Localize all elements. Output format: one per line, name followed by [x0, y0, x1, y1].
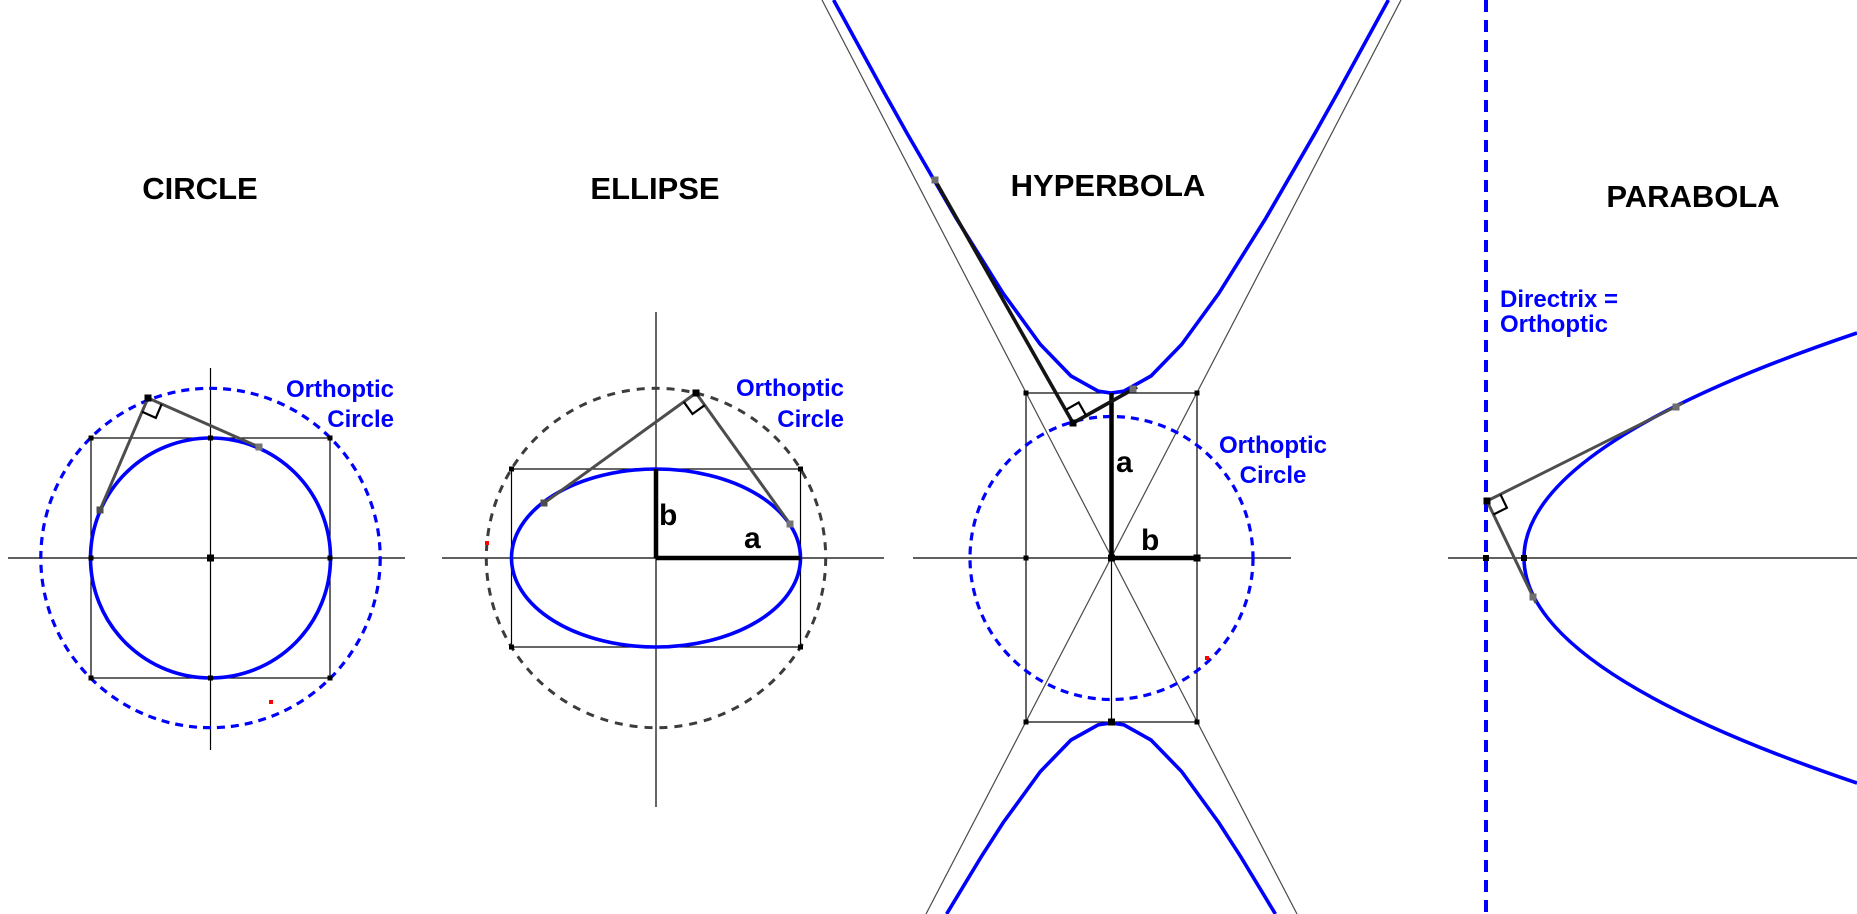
tangent-line: [1072, 385, 1138, 425]
tangent-line: [543, 391, 697, 505]
b-label: b: [659, 499, 677, 532]
tangent-line: [147, 396, 260, 449]
point-marker: [327, 675, 333, 681]
a-label: a: [744, 522, 761, 555]
point-marker: [1069, 419, 1077, 427]
ellipse-diagram: ELLIPSE b a Orthoptic Circle: [442, 171, 884, 807]
point-marker: [208, 675, 213, 681]
hyperbola-diagram: HYPERBOLA a b Orthoptic Circle: [821, 0, 1402, 914]
tangent-line: [694, 392, 792, 525]
point-marker: [88, 675, 94, 681]
right-angle-mark: [682, 401, 706, 416]
point-marker: [1023, 719, 1029, 725]
orthoptic-circle-dashed: [968, 414, 1255, 702]
point-marker: [798, 644, 803, 650]
directrix-label: Directrix =: [1500, 286, 1618, 313]
orthoptic-circle-label: Orthoptic: [1219, 432, 1327, 459]
point-marker: [88, 555, 94, 561]
orthoptic-circle-label: Circle: [777, 406, 844, 433]
hyperbola-title: HYPERBOLA: [1011, 168, 1206, 203]
point-marker: [509, 644, 514, 650]
circle-title: CIRCLE: [142, 171, 257, 206]
hyperbola-lower-branch: [945, 721, 1277, 914]
point-marker: [509, 466, 514, 472]
point-marker: [1023, 555, 1029, 561]
point-marker: [798, 466, 803, 472]
right-angle-mark: [1065, 401, 1088, 417]
point-marker: [327, 435, 333, 441]
point-marker: [144, 394, 152, 402]
point-marker: [327, 555, 333, 561]
point-marker: [1483, 497, 1491, 505]
point-marker: [692, 389, 700, 397]
red-point-marker: [1205, 656, 1209, 660]
vertex-marker: [1108, 718, 1115, 726]
point-marker: [1194, 390, 1200, 396]
tangent-point-marker: [786, 520, 794, 528]
vertex-marker: [1521, 555, 1527, 561]
right-angle-mark: [1493, 493, 1509, 516]
orthoptic-circle-label: Orthoptic: [736, 375, 844, 402]
a-label: a: [1116, 446, 1133, 479]
point-marker: [1023, 390, 1029, 396]
tangent-line: [1486, 401, 1684, 503]
ellipse-title: ELLIPSE: [590, 171, 719, 206]
tangent-point-marker: [540, 499, 548, 507]
orthoptic-circle-label: Orthoptic: [286, 376, 394, 403]
tangent-line: [933, 179, 1075, 424]
red-point-marker: [485, 541, 489, 545]
point-marker: [88, 435, 94, 441]
point-marker: [1193, 554, 1201, 562]
directrix-label: Orthoptic: [1500, 311, 1608, 338]
asymptote: [821, 0, 1298, 914]
orthoptic-circle-dashed: [484, 386, 828, 730]
point-marker: [1194, 719, 1200, 725]
center-marker: [207, 554, 214, 562]
parabola-diagram: PARABOLA Directrix = Orthoptic: [1448, 0, 1857, 914]
tangent-point-marker: [1529, 593, 1537, 601]
tangent-line: [98, 397, 150, 511]
tangent-point-marker: [96, 506, 104, 514]
orthoptic-circle-dashed: [39, 386, 382, 730]
tangent-point-marker: [255, 443, 263, 451]
tangent-line: [1485, 500, 1538, 604]
point-marker: [1483, 555, 1489, 561]
tangent-point-marker: [1672, 403, 1680, 411]
tangent-point-marker: [1129, 385, 1137, 393]
point-marker: [208, 435, 213, 441]
center-marker: [1108, 554, 1115, 562]
right-angle-mark: [141, 403, 163, 420]
parabola-title: PARABOLA: [1606, 179, 1779, 214]
b-label: b: [1141, 524, 1159, 557]
orthoptic-circle-label: Circle: [1240, 462, 1307, 489]
red-point-marker: [269, 700, 273, 704]
circle-diagram: CIRCLE Orthoptic Circle: [8, 171, 405, 750]
orthoptic-circle-label: Circle: [327, 406, 394, 433]
asymptote: [925, 0, 1402, 914]
tangent-point-marker: [931, 176, 939, 184]
